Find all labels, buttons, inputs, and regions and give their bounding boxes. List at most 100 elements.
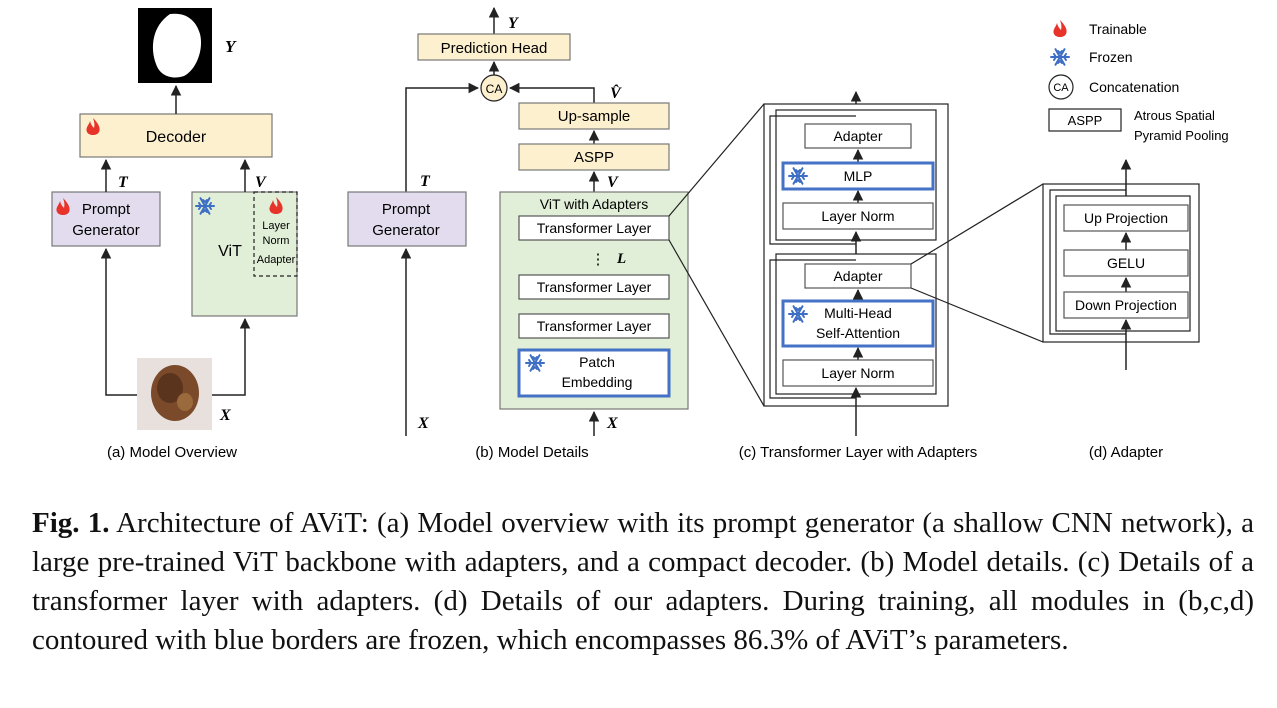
- b-prompt-line2: Generator: [372, 222, 440, 239]
- legend-aspp-desc1: Atrous Spatial: [1134, 108, 1215, 123]
- d-down-projection-label: Down Projection: [1075, 297, 1177, 313]
- panel-b: Y Prediction Head CA V̂ T Up-sample ASPP…: [347, 6, 689, 461]
- legend-trainable: Trainable: [1089, 21, 1147, 37]
- caption-text: Architecture of AViT: (a) Model overview…: [32, 507, 1254, 656]
- legend-aspp-label: ASPP: [1068, 113, 1103, 128]
- c-adapter-bottom-label: Adapter: [833, 268, 882, 284]
- b-transformer-layer-mid: [518, 274, 670, 300]
- d-gelu-label: GELU: [1107, 255, 1145, 271]
- b-upsample-box: [518, 102, 670, 130]
- b-prediction-head-box: [417, 33, 571, 61]
- b-x-label-left: X: [417, 415, 429, 432]
- c-lower-skip: [769, 259, 856, 399]
- b-transformer-layer-bottom-label: Transformer Layer: [537, 318, 652, 334]
- legend-aspp-box: [1048, 108, 1122, 132]
- zoom-line-top-d: [910, 183, 1044, 265]
- b-transformer-layer-top-label: Transformer Layer: [537, 220, 652, 236]
- d-up-projection-box: [1063, 204, 1189, 232]
- legend-ca-label: CA: [1053, 82, 1069, 94]
- figure-caption: Fig. 1. Architecture of AViT: (a) Model …: [32, 504, 1254, 660]
- b-patch-line1: Patch: [579, 354, 615, 370]
- b-transformer-layer-bottom: [518, 313, 670, 339]
- c-adapter-top: [804, 123, 912, 149]
- a-adapter-label: Adapter: [257, 254, 296, 266]
- a-layer-norm-line2: Norm: [263, 235, 290, 247]
- a-prompt-line1: Prompt: [82, 201, 131, 218]
- b-ca-label: CA: [486, 82, 503, 96]
- b-prompt-line1: Prompt: [382, 201, 431, 218]
- legend-ca-circle: [1048, 74, 1074, 100]
- a-decoder-box: [79, 113, 273, 158]
- b-ca-circle: [480, 74, 508, 102]
- a-x-label: X: [219, 407, 231, 424]
- b-x-label: X: [606, 415, 618, 432]
- architecture-diagram: Y Decoder Prompt Generator T ViT Layer N…: [51, 6, 1229, 461]
- d-skip: [1049, 189, 1126, 335]
- c-mlp-label: MLP: [844, 168, 873, 184]
- lesion-spot: [177, 393, 193, 411]
- b-arrow-upsample-ca: [508, 82, 595, 103]
- a-arrow-image-vit: [212, 317, 251, 396]
- a-adapter-dashed-box: [253, 191, 298, 277]
- legend-concatenation: Concatenation: [1089, 79, 1179, 95]
- c-layer-norm-bottom: [782, 359, 934, 387]
- a-v-label: V: [255, 174, 267, 191]
- d-inner-box: [1055, 195, 1191, 332]
- b-prediction-head-label: Prediction Head: [441, 40, 548, 57]
- b-patch-embedding-box: [517, 348, 671, 398]
- b-vit-title: ViT with Adapters: [540, 196, 648, 212]
- b-prompt-generator-box: [347, 191, 467, 247]
- a-arrow-image-prompt: [100, 247, 137, 396]
- caption-label: Fig. 1.: [32, 507, 110, 539]
- panel-d: Up Projection GELU Down Projection (d) A…: [1042, 158, 1200, 461]
- b-v-label: V: [607, 174, 619, 191]
- b-upsample-label: Up-sample: [558, 108, 631, 125]
- lesion-core: [157, 373, 183, 403]
- a-t-label: T: [118, 174, 129, 191]
- a-output-label: Y: [225, 37, 237, 56]
- legend-frozen: Frozen: [1089, 49, 1133, 65]
- legend-aspp-desc2: Pyramid Pooling: [1134, 128, 1229, 143]
- b-dots: ⋮: [591, 251, 606, 268]
- b-l-label: L: [616, 251, 626, 267]
- b-output-label: Y: [508, 15, 519, 32]
- c-mlp-box: [781, 161, 935, 191]
- d-gelu-box: [1063, 249, 1189, 277]
- c-adapter-bottom: [804, 263, 912, 289]
- a-caption: (a) Model Overview: [107, 444, 237, 461]
- c-mhsa-line1: Multi-Head: [824, 305, 892, 321]
- legend-snowflake-icon: [1050, 48, 1070, 66]
- b-caption: (b) Model Details: [475, 444, 588, 461]
- b-transformer-layer-top: [518, 215, 670, 241]
- zoom-line-bottom-d: [910, 287, 1044, 343]
- c-caption: (c) Transformer Layer with Adapters: [739, 444, 977, 461]
- c-layer-norm-top-label: Layer Norm: [821, 208, 894, 224]
- panel-c: Adapter MLP Layer Norm Adapter Multi-Hea…: [739, 90, 977, 461]
- mask-blob: [152, 13, 202, 78]
- b-aspp-box: [518, 143, 670, 171]
- zoom-line-top: [668, 103, 765, 217]
- d-up-projection-label: Up Projection: [1084, 210, 1168, 226]
- a-prompt-line2: Generator: [72, 222, 140, 239]
- c-upper-skip: [769, 115, 856, 245]
- a-decoder-label: Decoder: [146, 129, 207, 146]
- d-down-projection-box: [1063, 291, 1189, 319]
- legend: Trainable Frozen CA Concatenation ASPP A…: [1048, 20, 1229, 143]
- legend-flame-icon: [1053, 20, 1067, 37]
- zoom-line-bottom: [668, 239, 765, 407]
- c-adapter-top-label: Adapter: [833, 128, 882, 144]
- b-t-label: T: [420, 173, 431, 190]
- c-mhsa-line2: Self-Attention: [816, 325, 900, 341]
- a-vit-label: ViT: [218, 243, 242, 260]
- d-caption: (d) Adapter: [1089, 444, 1163, 461]
- b-aspp-label: ASPP: [574, 149, 614, 166]
- a-layer-norm-line1: Layer: [262, 220, 290, 232]
- b-arrow-prompt-ca: [405, 82, 480, 192]
- b-vhat-label: V̂: [610, 83, 622, 102]
- c-layer-norm-bottom-label: Layer Norm: [821, 365, 894, 381]
- b-patch-line2: Embedding: [562, 374, 633, 390]
- b-transformer-layer-mid-label: Transformer Layer: [537, 279, 652, 295]
- panel-a: Y Decoder Prompt Generator T ViT Layer N…: [51, 8, 298, 461]
- c-mhsa-box: [781, 299, 935, 348]
- c-layer-norm-top: [782, 202, 934, 230]
